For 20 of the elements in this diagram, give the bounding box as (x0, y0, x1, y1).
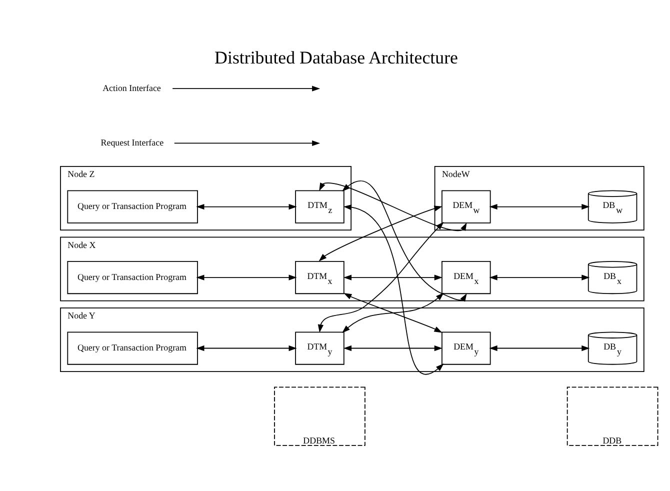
node-box: DDBMS (274, 386, 366, 446)
arrow (343, 345, 442, 352)
arrow (489, 345, 590, 352)
node-box: Query or Transaction Program (67, 332, 198, 365)
arrow (342, 180, 467, 302)
arrow (343, 274, 442, 280)
node-box: Query or Transaction Program (67, 260, 198, 294)
arrow (196, 274, 297, 280)
arrow (174, 140, 320, 146)
arrow (318, 206, 442, 262)
node-box: DDB (566, 386, 658, 446)
arrow (196, 204, 297, 210)
arrow (489, 204, 590, 210)
arrow (172, 86, 320, 92)
node-text: Request Interface (100, 137, 164, 148)
arrow (196, 345, 297, 352)
node-box: Query or Transaction Program (67, 190, 198, 224)
node-text: Action Interface (102, 82, 161, 93)
arrow (489, 274, 590, 280)
diagram-title: Distributed Database Architecture (214, 47, 458, 68)
